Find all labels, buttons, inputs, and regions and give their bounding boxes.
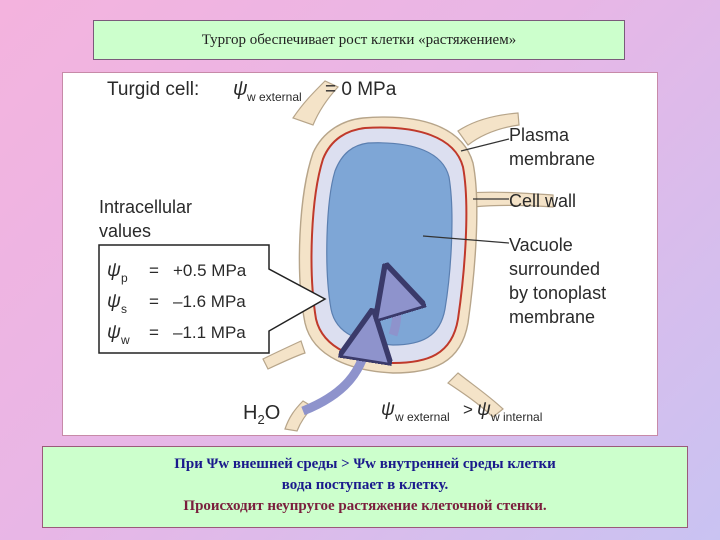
label-plasma-2: membrane: [509, 149, 595, 169]
caption-line-1: При Ψw внешней среды > Ψw внутренней сре…: [174, 456, 556, 472]
caption-box: При Ψw внешней среды > Ψw внутренней сре…: [42, 446, 688, 528]
svg-text:–1.1 MPa: –1.1 MPa: [173, 323, 246, 342]
label-vacuole-4: membrane: [509, 307, 595, 327]
water-potential-relation: ψ w external > ψ w internal: [381, 399, 542, 424]
caption-line-2: вода поступает в клетку.: [281, 477, 449, 493]
heading-label: Turgid cell:: [107, 79, 199, 100]
leader-lines: [422, 138, 510, 244]
value-row-p: ψ p = +0.5 MPa: [107, 260, 247, 285]
svg-text:w internal: w internal: [490, 410, 542, 424]
h2o-label: H2O: [243, 402, 280, 427]
vacuole: [326, 142, 453, 346]
svg-text:p: p: [121, 271, 128, 285]
svg-text:s: s: [121, 302, 127, 316]
svg-text:=: =: [149, 323, 159, 342]
intracellular-label-2: values: [99, 221, 151, 241]
label-vacuole: Vacuole: [509, 235, 573, 255]
caption-line-3: Происходит неупругое растяжение клеточно…: [183, 498, 547, 514]
turgid-cell-figure: Turgid cell: ψ w external = 0 MPa Intrac…: [62, 72, 658, 436]
svg-text:=: =: [149, 261, 159, 280]
value-row-w: ψ w = –1.1 MPa: [107, 322, 246, 347]
svg-text:w: w: [120, 333, 130, 347]
label-vacuole-2: surrounded: [509, 259, 600, 279]
svg-text:ψ: ψ: [107, 260, 121, 281]
svg-text:ψ: ψ: [107, 322, 121, 343]
heading-sub: w external: [246, 90, 302, 104]
values-callout: [98, 244, 327, 354]
svg-text:w external: w external: [394, 410, 450, 424]
svg-text:=: =: [149, 292, 159, 311]
value-row-s: ψ s = –1.6 MPa: [107, 291, 246, 316]
water-arrow-outer: [301, 335, 369, 416]
svg-text:+0.5 MPa: +0.5 MPa: [173, 261, 247, 280]
intracellular-label: Intracellular: [99, 197, 192, 217]
svg-text:ψ: ψ: [477, 399, 491, 420]
svg-text:–1.6 MPa: –1.6 MPa: [173, 292, 246, 311]
slide-title: Тургор обеспечивает рост клетки «растяже…: [93, 20, 625, 60]
label-plasma: Plasma: [509, 125, 570, 145]
water-arrow-inner: [393, 289, 397, 337]
svg-text:>: >: [463, 400, 473, 419]
cell-diagram: Turgid cell: ψ w external = 0 MPa Intrac…: [98, 78, 606, 432]
label-cell-wall: Cell wall: [509, 191, 576, 211]
heading-value: = 0 MPa: [325, 79, 397, 100]
svg-text:ψ: ψ: [381, 399, 395, 420]
heading-psi: ψ: [233, 78, 248, 100]
label-vacuole-3: by tonoplast: [509, 283, 606, 303]
svg-text:ψ: ψ: [107, 291, 121, 312]
